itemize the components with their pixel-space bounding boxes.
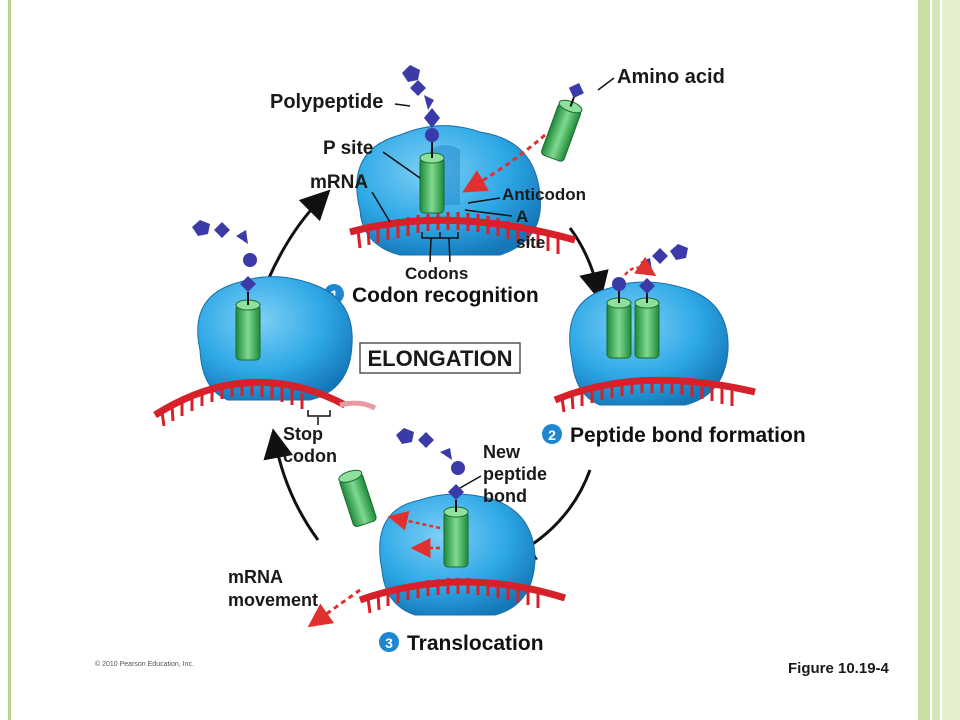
label-codons: Codons — [405, 264, 468, 283]
label-anticodon: Anticodon — [502, 185, 586, 204]
step-3-label: Translocation — [407, 632, 544, 655]
copyright-text: © 2010 Pearson Education, Inc. — [95, 660, 194, 668]
ribosome-step-1 — [349, 65, 584, 256]
cycle-arrow-1-to-2 — [568, 227, 609, 302]
label-a-site-line2: site — [516, 233, 545, 252]
step-2-label: Peptide bond formation — [570, 424, 806, 447]
label-a-site-line1: A — [516, 207, 528, 226]
frame-right-border-inner — [932, 0, 940, 720]
label-amino-acid: Amino acid — [617, 66, 725, 88]
cycle-arrow-3-to-4 — [263, 428, 320, 541]
label-mrna-movement-line1: mRNA — [228, 567, 283, 587]
label-p-site: P site — [323, 138, 373, 159]
label-stop-codon-line1: Stop — [283, 424, 323, 444]
label-mrna-movement-line2: movement — [228, 590, 318, 610]
label-new-peptide-line2: peptide — [483, 464, 547, 484]
ribosome-step-4 — [153, 220, 377, 427]
center-title-box — [359, 342, 521, 374]
cycle-arrow-4-to-1 — [266, 189, 331, 281]
center-title: ELONGATION — [367, 346, 512, 371]
frame-right-border-outer — [942, 0, 960, 720]
label-mrna: mRNA — [310, 172, 368, 193]
step-2-number-badge — [542, 424, 562, 444]
ribosome-step-2 — [553, 244, 756, 413]
frame-left-border — [8, 0, 11, 720]
step-1-number: 1 — [330, 287, 338, 303]
label-new-peptide-line1: New — [483, 442, 521, 462]
ribosome-step-3 — [307, 428, 567, 628]
step-1-label: Codon recognition — [352, 284, 539, 307]
label-stop-codon-line2: codon — [283, 446, 337, 466]
figure-label: Figure 10.19-4 — [788, 660, 890, 677]
label-polypeptide: Polypeptide — [270, 91, 383, 113]
step-3-number-badge — [379, 632, 399, 652]
frame-right-border — [918, 0, 930, 720]
incoming-trna — [541, 83, 584, 162]
trna-p-site — [419, 157, 445, 214]
step-3-number: 3 — [385, 635, 393, 651]
amino-acid-icon — [568, 83, 584, 99]
label-new-peptide-line3: bond — [483, 486, 527, 506]
mrna-strand — [349, 216, 576, 244]
step-2-number: 2 — [548, 427, 556, 443]
